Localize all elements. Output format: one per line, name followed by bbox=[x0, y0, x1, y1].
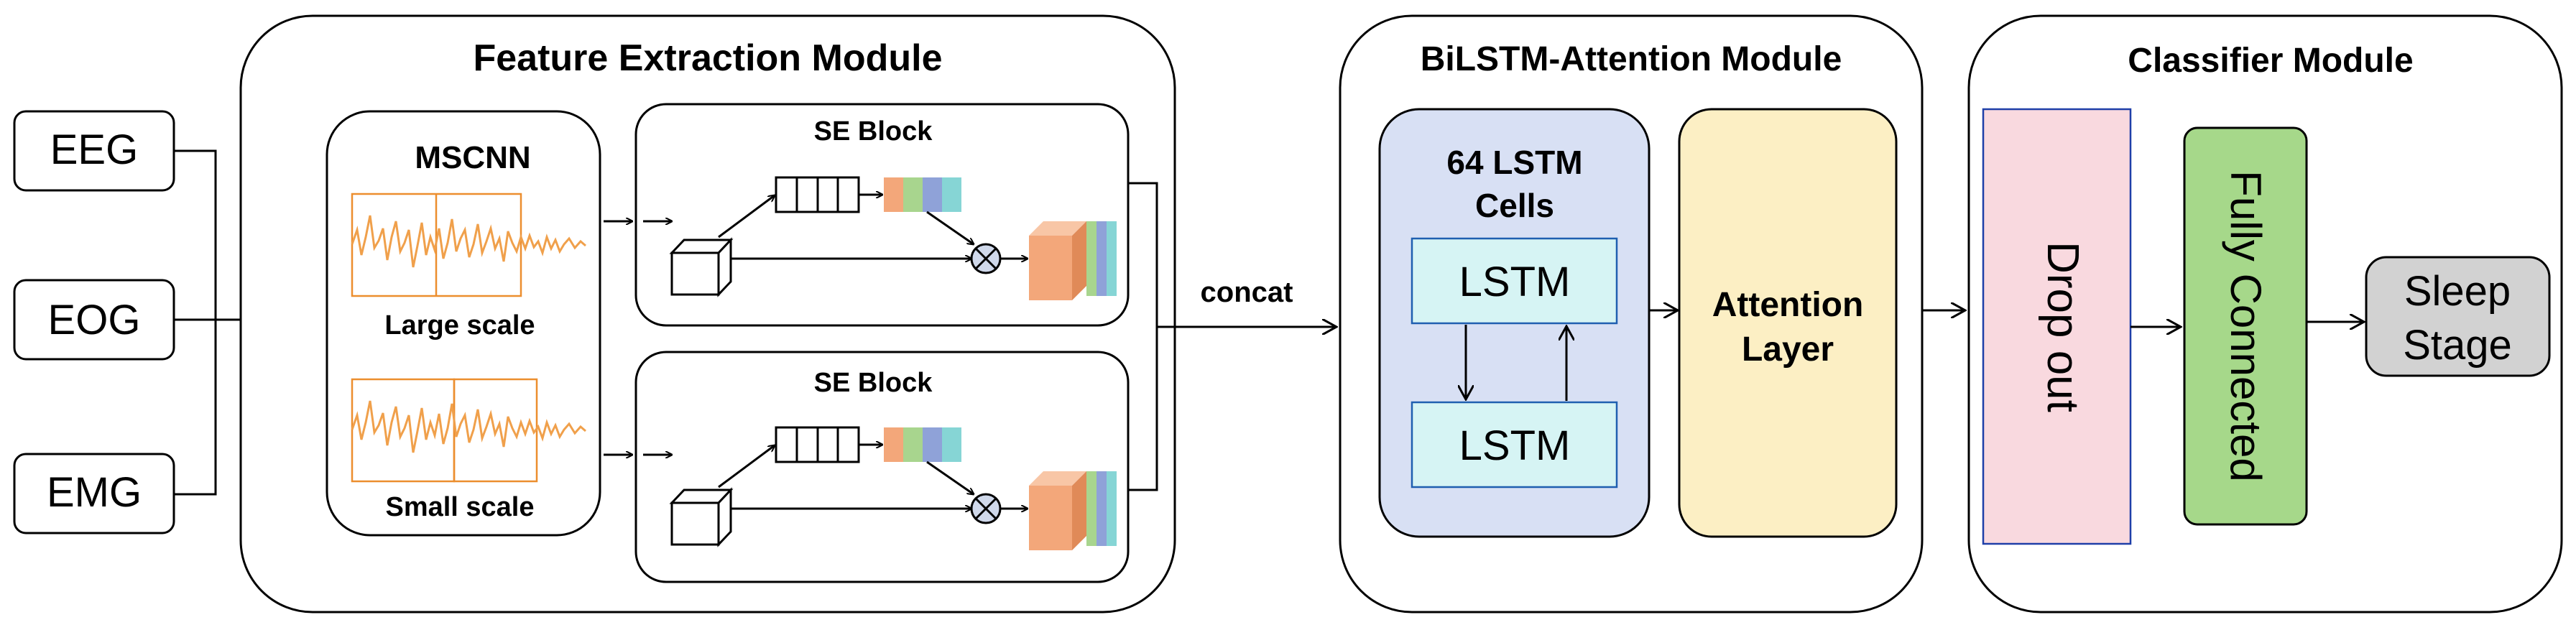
classifier-title: Classifier Module bbox=[2128, 42, 2413, 80]
input-emg-label: EMG bbox=[47, 469, 142, 516]
input-eog: EOG bbox=[13, 279, 175, 361]
se-block-bottom-title: SE Block bbox=[814, 368, 933, 398]
lstm-bottom-label: LSTM bbox=[1459, 422, 1571, 469]
se-block-top: SE Block bbox=[634, 103, 1130, 327]
attention-layer: Attention Layer bbox=[1678, 108, 1898, 538]
sleep-stage-output: Sleep Stage bbox=[2365, 256, 2551, 377]
fully-connected-layer: Fully Connected bbox=[2183, 126, 2308, 526]
dropout-label: Drop out bbox=[2038, 241, 2087, 412]
large-scale-label: Large scale bbox=[384, 310, 535, 341]
se-top-output-stack bbox=[1029, 221, 1117, 300]
attention-label-line1: Attention bbox=[1712, 286, 1864, 324]
output-label-line2: Stage bbox=[2403, 322, 2512, 369]
se-top-input-cube bbox=[669, 237, 734, 297]
input-emg: EMG bbox=[13, 453, 175, 534]
bilstm-title: BiLSTM-Attention Module bbox=[1421, 40, 1842, 78]
mscnn-block: MSCNN Large scale Small scale bbox=[326, 110, 601, 537]
se-top-multiply-icon bbox=[970, 243, 1002, 274]
se-top-squeeze-vector bbox=[775, 176, 860, 213]
input-eeg: EEG bbox=[13, 110, 175, 192]
attention-label-line2: Layer bbox=[1742, 330, 1834, 369]
se-bottom-output-stack bbox=[1029, 471, 1117, 550]
mscnn-title: MSCNN bbox=[415, 140, 530, 175]
dropout-layer: Drop out bbox=[1982, 108, 2132, 545]
lstm-top-label: LSTM bbox=[1459, 259, 1571, 305]
se-top-excitation-vector bbox=[884, 177, 961, 212]
lstm-cells-block: 64 LSTM Cells LSTM LSTM bbox=[1378, 108, 1651, 538]
concat-label: concat bbox=[1201, 277, 1293, 308]
mscnn-to-se-arrows bbox=[604, 221, 632, 455]
se-bottom-squeeze-vector bbox=[775, 426, 860, 463]
concat-connector bbox=[1128, 182, 1337, 491]
lstm-cells-title-line1: 64 LSTM bbox=[1446, 144, 1582, 181]
output-label-line1: Sleep bbox=[2404, 268, 2511, 315]
input-eog-label: EOG bbox=[48, 297, 141, 343]
feature-extraction-title: Feature Extraction Module bbox=[474, 37, 943, 79]
fully-connected-label: Fully Connected bbox=[2222, 170, 2270, 482]
se-block-bottom: SE Block bbox=[634, 351, 1130, 583]
se-bottom-input-cube bbox=[669, 487, 734, 547]
se-block-top-title: SE Block bbox=[814, 116, 933, 147]
input-eeg-label: EEG bbox=[50, 126, 139, 173]
small-scale-signal: Small scale bbox=[351, 378, 586, 522]
se-bottom-multiply-icon bbox=[970, 493, 1002, 524]
large-scale-signal: Large scale bbox=[351, 193, 586, 341]
se-bottom-excitation-vector bbox=[884, 427, 961, 462]
lstm-cells-title-line2: Cells bbox=[1475, 187, 1554, 224]
small-scale-label: Small scale bbox=[385, 492, 534, 522]
